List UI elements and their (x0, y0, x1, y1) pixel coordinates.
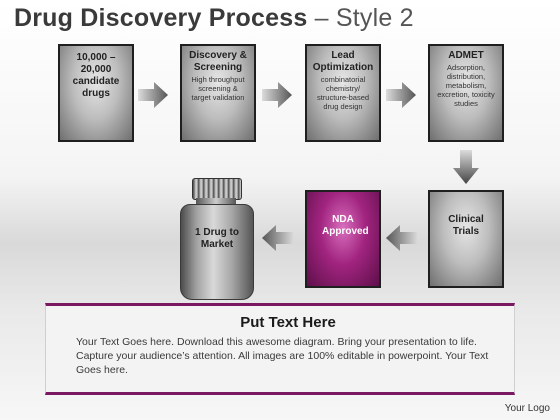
arrow-right-3 (386, 82, 416, 108)
step-title: 1 Drug to Market (195, 227, 239, 250)
arrow-down (453, 150, 479, 184)
step-title: 10,000 – 20,000 candidate drugs (72, 52, 120, 99)
step-title: Discovery & Screening (189, 50, 247, 73)
step-lead-optimization: Lead Optimization combinatorial chemistr… (305, 44, 381, 142)
step-clinical-trials: Clinical Trials (428, 190, 504, 288)
step-subtitle: Adsorption, distribution, metabolism, ex… (437, 63, 495, 108)
step-candidate-drugs: 10,000 – 20,000 candidate drugs (58, 44, 134, 142)
bottle-cap (192, 178, 242, 200)
bottle-body: 1 Drug to Market (180, 204, 254, 300)
step-nda-approved: NDA Approved (305, 190, 381, 288)
text-panel: Put Text Here Your Text Goes here. Downl… (45, 303, 515, 395)
arrow-right-1 (138, 82, 168, 108)
diagram-title: Drug Discovery Process – Style 2 (14, 4, 414, 33)
bottle-neck (196, 198, 236, 204)
drug-bottle: 1 Drug to Market (180, 178, 254, 300)
step-title: NDA Approved (322, 214, 369, 237)
step-title: Clinical Trials (448, 214, 484, 237)
arrow-left-1 (386, 225, 418, 251)
step-subtitle: High throughput screening & target valid… (191, 75, 245, 102)
step-title: Lead Optimization (312, 50, 374, 73)
title-sub: – Style 2 (314, 4, 414, 32)
text-panel-heading: Put Text Here (240, 314, 336, 331)
arrow-left-2 (262, 225, 294, 251)
step-subtitle: combinatorial chemistry/ structure-based… (316, 75, 370, 111)
step-admet: ADMET Adsorption, distribution, metaboli… (428, 44, 504, 142)
arrow-right-2 (262, 82, 292, 108)
text-panel-body: Your Text Goes here. Download this aweso… (76, 336, 489, 376)
title-main: Drug Discovery Process (14, 4, 308, 32)
logo-placeholder: Your Logo (504, 403, 550, 414)
step-discovery-screening: Discovery & Screening High throughput sc… (180, 44, 256, 142)
step-title: ADMET (448, 50, 484, 61)
